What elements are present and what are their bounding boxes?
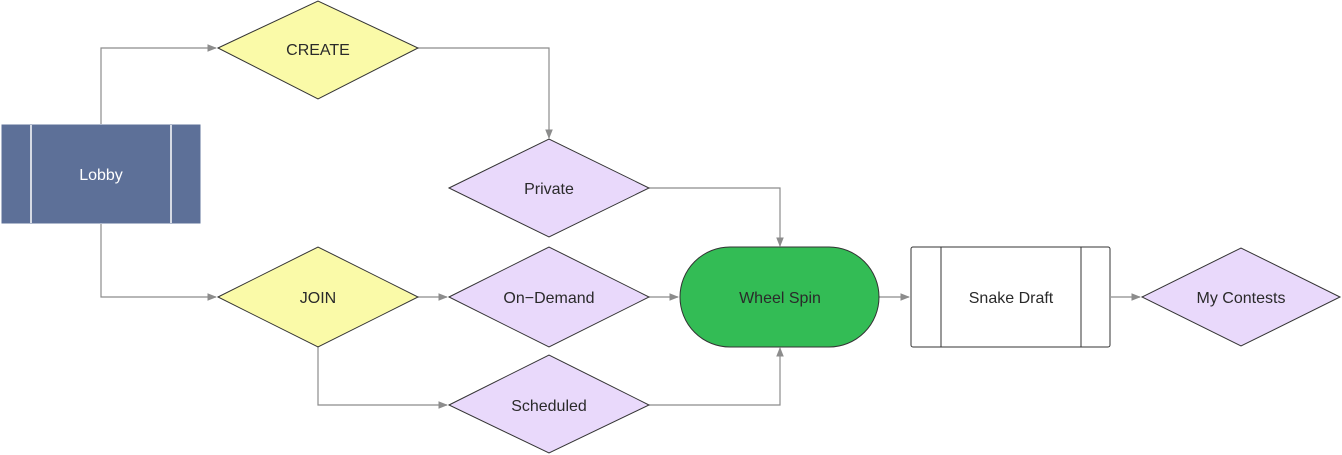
connector-private-wheelspin — [649, 187, 784, 247]
node-join-label: JOIN — [300, 290, 336, 307]
connector-join-scheduled — [317, 347, 448, 409]
node-my-contests[interactable]: My Contests — [1140, 247, 1342, 347]
node-on-demand[interactable]: On−Demand — [447, 246, 651, 348]
node-create[interactable]: CREATE — [216, 0, 420, 100]
connector-lobby-create — [100, 44, 217, 124]
connector-lobby-join — [100, 224, 217, 301]
node-private-label: Private — [524, 181, 574, 198]
node-my-contests-label: My Contests — [1197, 290, 1286, 307]
node-lobby-label: Lobby — [79, 167, 123, 184]
connectors — [100, 44, 1141, 409]
connector-create-private — [418, 47, 553, 139]
node-scheduled-label: Scheduled — [511, 398, 587, 415]
node-join[interactable]: JOIN — [216, 246, 420, 348]
node-lobby[interactable]: Lobby — [1, 124, 201, 224]
node-snake-draft-label: Snake Draft — [969, 290, 1054, 307]
node-scheduled[interactable]: Scheduled — [447, 354, 651, 454]
node-wheel-spin-label: Wheel Spin — [739, 290, 821, 307]
node-on-demand-label: On−Demand — [503, 290, 594, 307]
node-private[interactable]: Private — [447, 138, 651, 238]
connector-scheduled-wheelspin — [649, 347, 784, 406]
node-snake-draft[interactable]: Snake Draft — [910, 246, 1111, 348]
node-wheel-spin[interactable]: Wheel Spin — [679, 246, 880, 348]
node-create-label: CREATE — [286, 42, 350, 59]
